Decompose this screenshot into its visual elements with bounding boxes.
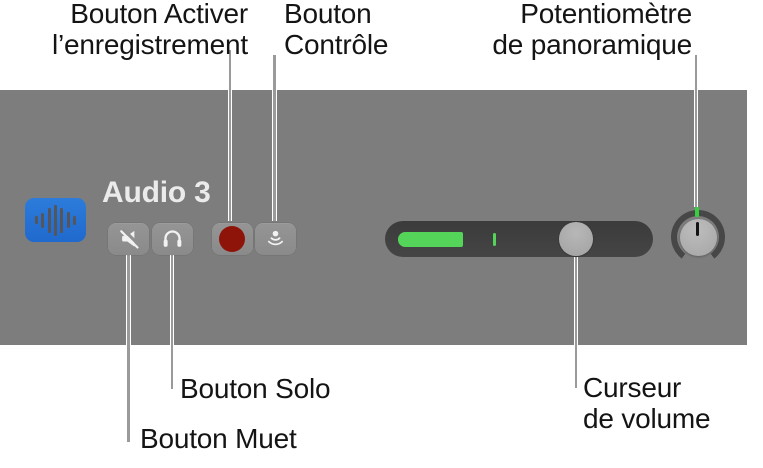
- volume-callout-label: Curseur de volume: [583, 372, 711, 434]
- track-header-panel: [0, 90, 747, 345]
- solo-callout-label: Bouton Solo: [180, 373, 331, 404]
- input-monitoring-icon: [262, 225, 289, 252]
- volume-tick-mark: [492, 233, 496, 246]
- waveform-bar: [47, 207, 51, 233]
- volume-slider[interactable]: [385, 221, 653, 257]
- waveform-bar: [73, 215, 77, 225]
- pan-knob-indicator: [696, 221, 700, 236]
- pan-knob-center-tick: [695, 207, 699, 217]
- pan-callout-line: [693, 55, 699, 207]
- waveform-bar: [34, 216, 38, 224]
- record-enable-button[interactable]: [211, 222, 253, 255]
- control-callout-label: Bouton Contrôle: [284, 0, 389, 60]
- record-dot-icon: [219, 225, 245, 252]
- headphones-icon: [159, 225, 186, 252]
- pan-callout-label: Potentiomètre de panoramique: [492, 0, 692, 60]
- track-name[interactable]: Audio 3: [102, 176, 211, 209]
- waveform-bar: [66, 212, 70, 228]
- volume-callout-line: [573, 252, 579, 388]
- pan-knob[interactable]: [671, 207, 725, 267]
- waveform-bar: [41, 212, 45, 228]
- control-callout-line: [272, 55, 277, 221]
- waveform-bar: [54, 204, 57, 236]
- speaker-slash-icon: [115, 225, 142, 252]
- mute-button[interactable]: [108, 222, 149, 255]
- control-button[interactable]: [254, 222, 296, 255]
- record-enable-callout-line: [227, 50, 233, 221]
- solo-button[interactable]: [151, 222, 193, 255]
- track-icon[interactable]: [25, 198, 86, 242]
- volume-slider-handle[interactable]: [559, 222, 593, 256]
- volume-level-meter: [398, 232, 463, 247]
- mute-callout-line: [126, 252, 131, 442]
- record-enable-callout-label: Bouton Activer l’enregistrement: [52, 0, 248, 60]
- mute-callout-label: Bouton Muet: [140, 423, 297, 454]
- solo-callout-line: [169, 252, 175, 389]
- waveform-bar: [60, 207, 64, 233]
